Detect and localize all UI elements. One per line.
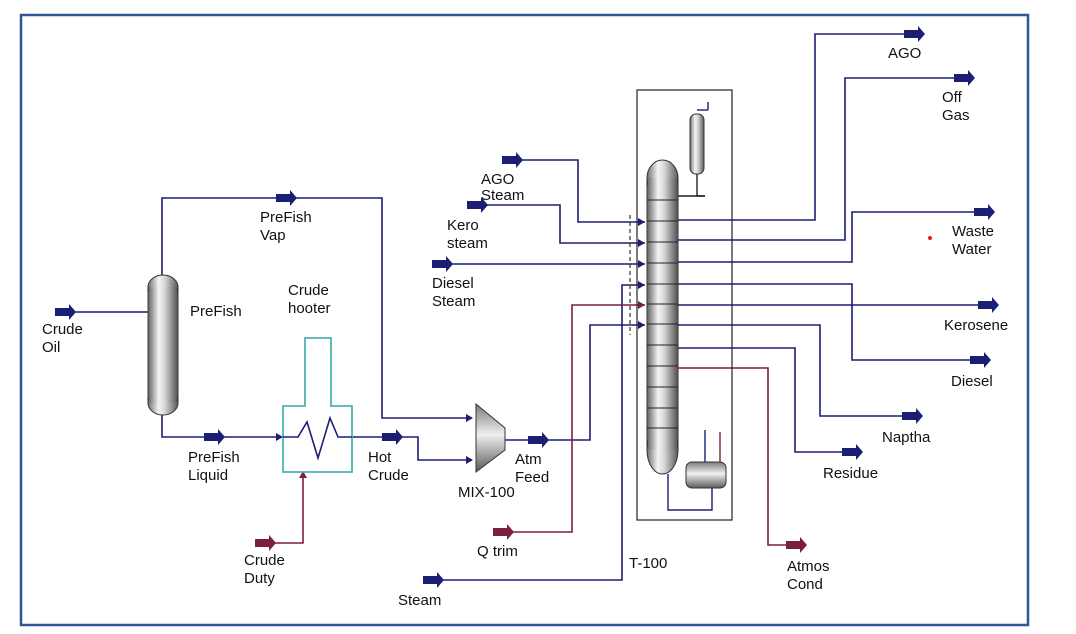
kerosene-label: Kerosene bbox=[944, 317, 1008, 334]
off-gas-line[interactable] bbox=[678, 77, 968, 241]
column-inlet-arrow-icon bbox=[638, 301, 645, 309]
steam-arrow-icon[interactable] bbox=[423, 572, 444, 588]
naptha-arrow-icon[interactable] bbox=[902, 408, 923, 424]
residue-arrow-icon[interactable] bbox=[842, 444, 863, 460]
ago-label: AGO bbox=[888, 45, 921, 62]
ago-steam-line[interactable] bbox=[502, 159, 645, 223]
ago-steam-arrow-icon[interactable] bbox=[502, 152, 523, 168]
diesel-label: Diesel bbox=[951, 373, 993, 390]
residue-label: Residue bbox=[823, 465, 878, 482]
marker-dot bbox=[928, 236, 932, 240]
prefish-liquid-line[interactable] bbox=[161, 408, 283, 438]
column-inlet-arrow-icon bbox=[638, 239, 645, 247]
atmos-cond-line[interactable] bbox=[678, 367, 800, 546]
atm-feed-arrow-icon[interactable] bbox=[528, 432, 549, 448]
q-trim-line[interactable] bbox=[493, 304, 645, 533]
t-100-label: T-100 bbox=[629, 555, 667, 572]
waste-water-arrow-icon[interactable] bbox=[974, 204, 995, 220]
ago-arrow-icon[interactable] bbox=[904, 26, 925, 42]
q-trim-arrow-icon[interactable] bbox=[493, 524, 514, 540]
kero-steam-arrow-icon[interactable] bbox=[467, 197, 488, 213]
diesel-line[interactable] bbox=[678, 283, 984, 361]
mix-100-mixer[interactable] bbox=[475, 402, 506, 474]
off-gas-arrow-icon[interactable] bbox=[954, 70, 975, 86]
ago-line[interactable] bbox=[678, 33, 918, 221]
column-frame bbox=[636, 89, 733, 521]
heater-duty-arrow-icon bbox=[299, 471, 307, 478]
t-100-column[interactable] bbox=[646, 159, 679, 475]
column-inlet-arrow-icon bbox=[638, 218, 645, 226]
prefish-liquid-arrow-icon[interactable] bbox=[204, 429, 225, 445]
prefish-vap-arrow-icon[interactable] bbox=[276, 190, 297, 206]
naptha-line[interactable] bbox=[678, 324, 916, 417]
kerosene-arrow-icon[interactable] bbox=[978, 297, 999, 313]
diagram-frame bbox=[19, 13, 1030, 627]
prefish-vap-line[interactable] bbox=[161, 197, 472, 419]
mixer-inlet-arrow-icon bbox=[466, 456, 473, 464]
diesel-steam-arrow-icon[interactable] bbox=[432, 256, 453, 272]
steam-line[interactable] bbox=[423, 284, 645, 581]
hot-crude-arrow-icon[interactable] bbox=[382, 429, 403, 445]
atmos-cond-arrow-icon[interactable] bbox=[786, 537, 807, 553]
residue-line[interactable] bbox=[678, 347, 856, 453]
column-inlet-arrow-icon bbox=[638, 281, 645, 289]
waste-water-line[interactable] bbox=[678, 211, 988, 263]
crude-oil-arrow-icon[interactable] bbox=[55, 304, 76, 320]
column-inlet-arrow-icon bbox=[638, 321, 645, 329]
prefish-vessel[interactable] bbox=[147, 274, 179, 416]
steam-label: Steam bbox=[398, 592, 441, 609]
column-inlet-arrow-icon bbox=[638, 260, 645, 268]
mixer-inlet-arrow-icon bbox=[466, 414, 473, 422]
mix-100-label: MIX-100 bbox=[458, 484, 515, 501]
diesel-arrow-icon[interactable] bbox=[970, 352, 991, 368]
reboiler-icon[interactable] bbox=[667, 430, 727, 511]
condenser-icon[interactable] bbox=[665, 102, 709, 197]
prefish-unit-label: PreFish bbox=[190, 303, 242, 320]
kero-steam-line[interactable] bbox=[467, 204, 645, 244]
naptha-label: Naptha bbox=[882, 429, 931, 446]
crude-heater[interactable] bbox=[282, 337, 353, 473]
crude-duty-arrow-icon[interactable] bbox=[255, 535, 276, 551]
column-trays bbox=[647, 199, 678, 429]
heater-inlet-arrow-icon bbox=[276, 433, 283, 441]
q-trim-label: Q trim bbox=[477, 543, 518, 560]
